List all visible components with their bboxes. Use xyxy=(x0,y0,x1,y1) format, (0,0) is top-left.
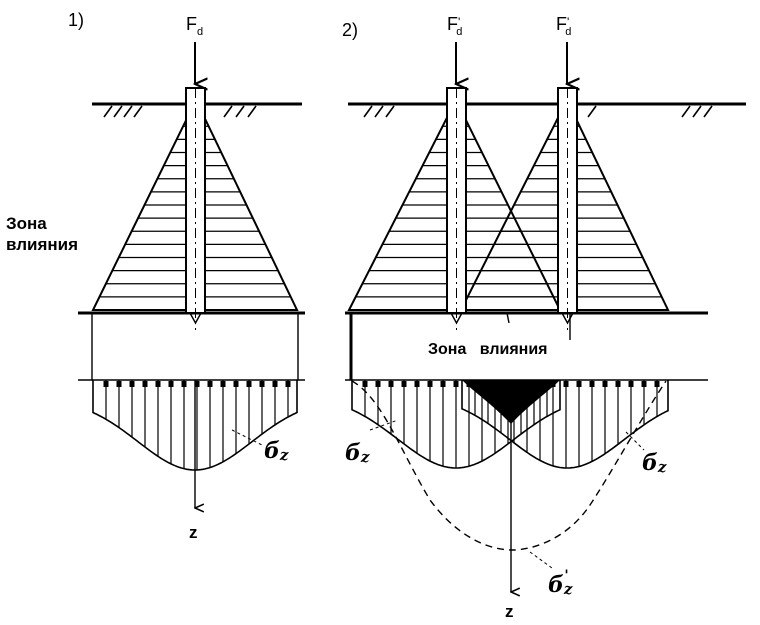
stress-load-marker xyxy=(401,381,407,387)
stress-load-marker xyxy=(375,381,381,387)
stress-load-marker xyxy=(207,381,213,387)
stress-load-marker xyxy=(246,381,252,387)
stress-load-marker xyxy=(453,381,459,387)
stress-load-marker xyxy=(285,381,291,387)
svg-text:бz': бz' xyxy=(548,568,573,598)
stress-load-marker xyxy=(589,381,595,387)
stress-load-marker xyxy=(440,381,446,387)
stress-load-marker xyxy=(615,381,621,387)
stress-load-marker xyxy=(641,381,647,387)
combined-stress-envelope xyxy=(351,380,667,551)
case-1-label: 1) xyxy=(68,10,84,30)
stress-load-marker xyxy=(181,381,187,387)
pile-case1 xyxy=(185,87,206,330)
stress-label-case2-left: бz xyxy=(345,419,399,466)
stress-load-marker xyxy=(272,381,278,387)
stress-load-marker xyxy=(628,381,634,387)
svg-text:бz: бz xyxy=(642,450,667,476)
stress-load-marker xyxy=(362,381,368,387)
stress-load-marker xyxy=(233,381,239,387)
force-label-case2-left: F'd xyxy=(447,14,462,38)
stress-load-marker xyxy=(576,381,582,387)
svg-text:бz: бz xyxy=(345,440,370,466)
force-label-case2-right: F'd xyxy=(556,14,571,38)
stress-label-case1: бz xyxy=(231,429,289,464)
pile-tip-plane xyxy=(78,311,708,380)
stress-load-marker xyxy=(155,381,161,387)
stress-load-marker xyxy=(388,381,394,387)
stress-load-marker xyxy=(142,381,148,387)
pile-case2-left xyxy=(446,87,467,330)
stress-load-marker xyxy=(129,381,135,387)
stress-load-marker xyxy=(220,381,226,387)
stress-load-marker xyxy=(194,381,200,387)
stress-label-case2-right: бz xyxy=(625,431,667,476)
stress-load-marker xyxy=(168,381,174,387)
case-2-label: 2) xyxy=(342,20,358,40)
stress-load-marker xyxy=(414,381,420,387)
stress-load-marker xyxy=(103,381,109,387)
axis-label-z-case1: z xyxy=(189,523,198,542)
influence-zone-label-left-line2: влияния xyxy=(6,235,78,254)
stress-label-combined: бz' xyxy=(529,551,573,598)
stress-load-marker xyxy=(259,381,265,387)
influence-zone-label-bottom: Зона влияния xyxy=(428,341,548,358)
influence-zone-label-left-line1: Зона xyxy=(6,214,47,233)
stress-load-marker xyxy=(602,381,608,387)
svg-text:бz: бz xyxy=(264,438,289,464)
stress-load-marker xyxy=(654,381,660,387)
stress-load-marker xyxy=(116,381,122,387)
stress-load-marker xyxy=(427,381,433,387)
stress-load-marker xyxy=(563,381,569,387)
force-label-case1: Fd xyxy=(186,14,203,38)
axis-label-z-case2: z xyxy=(505,602,514,621)
stress-diagram-case1 xyxy=(92,380,298,471)
pile-case2-right xyxy=(557,87,578,330)
